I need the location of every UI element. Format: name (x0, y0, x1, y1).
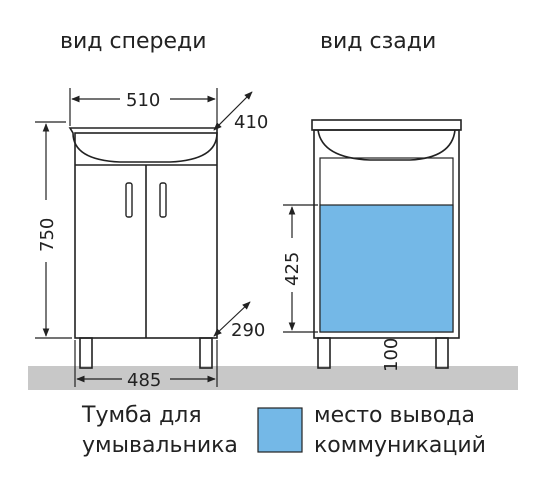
front-leg-left (79, 337, 93, 369)
front-leg-right (199, 337, 213, 369)
legend-swatch (257, 407, 303, 453)
product-caption-line1: Тумба для (81, 403, 202, 428)
dim-depth-top-label: 410 (234, 112, 268, 133)
dim-utility-label: 425 (282, 252, 303, 286)
dim-leg-height-label: 100 (381, 338, 402, 372)
product-caption-line2: умывальника (82, 433, 238, 458)
dim-depth-bottom-line (213, 301, 251, 337)
dim-width-bottom-label: 485 (127, 370, 161, 391)
back-view: 425 100 (282, 119, 462, 372)
utility-zone (319, 204, 454, 333)
back-leg-left (317, 337, 331, 369)
dim-height-label: 750 (37, 218, 58, 252)
legend-text-line1: место вывода (314, 403, 475, 428)
back-basin-bowl (317, 129, 456, 161)
back-countertop (311, 119, 462, 131)
front-sink-top (68, 127, 218, 163)
door-handle-left (125, 182, 133, 218)
back-leg-right (435, 337, 449, 369)
legend-text-line2: коммуникаций (314, 433, 486, 458)
dim-depth-top-line (213, 91, 253, 131)
floor-band (28, 366, 518, 390)
back-view-title: вид сзади (320, 29, 436, 54)
back-cabinet-body (313, 129, 460, 339)
dim-width-top-label: 510 (126, 90, 160, 111)
front-view: 510 410 750 485 290 (35, 88, 268, 391)
door-handle-right (159, 182, 167, 218)
dim-depth-bottom-label: 290 (231, 320, 265, 341)
front-view-title: вид спереди (60, 29, 207, 54)
